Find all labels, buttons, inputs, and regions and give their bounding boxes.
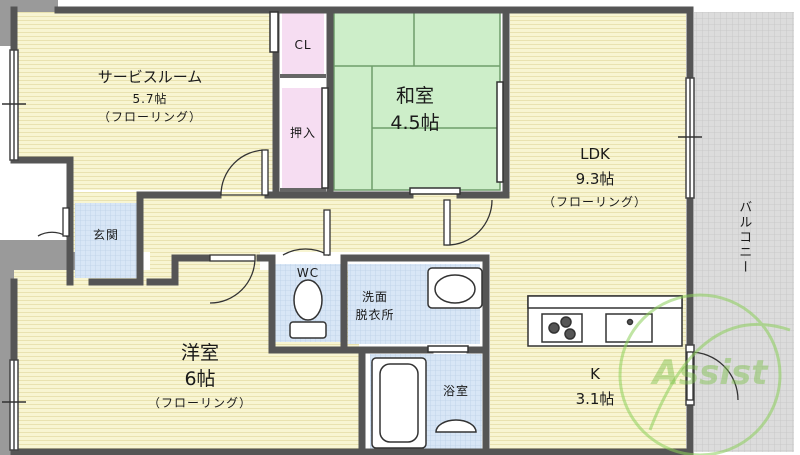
washroom-label-2: 脱衣所 <box>355 308 395 322</box>
washitsu-size: 4.5帖 <box>390 112 440 134</box>
wash-basin <box>427 267 483 309</box>
yoshitsu-floor: （フローリング） <box>147 396 252 410</box>
watermark-logo <box>618 293 791 455</box>
washroom-label-1: 洗面 <box>361 290 388 304</box>
kitchen-counter <box>527 295 683 347</box>
walls <box>10 6 694 455</box>
closet-label: CL <box>294 38 312 52</box>
balcony-floor <box>694 12 794 452</box>
kitchen-size: 3.1帖 <box>575 390 615 408</box>
kitchen-name: K <box>590 365 600 383</box>
bathroom-label: 浴室 <box>442 384 469 398</box>
bathtub <box>371 357 427 449</box>
service-room-size: 5.7帖 <box>132 92 168 106</box>
sliding-doors <box>269 11 504 353</box>
service-room-floor: （フローリング） <box>97 110 202 124</box>
yoshitsu-name: 洋室 <box>180 342 219 364</box>
tatami-floor <box>334 12 500 190</box>
toilet <box>289 279 327 339</box>
watermark-text: Assist <box>652 353 768 393</box>
genkan-label: 玄関 <box>92 228 119 242</box>
closet-floor <box>282 12 324 74</box>
service-room-name: サービスルーム <box>97 68 203 86</box>
oshiire-floor <box>282 88 324 188</box>
ldk-size: 9.3帖 <box>575 170 615 188</box>
wc-label: WC <box>296 266 320 280</box>
bath-sink <box>435 419 477 433</box>
ldk-name: LDK <box>580 145 610 163</box>
yoshitsu-size: 6帖 <box>184 368 216 390</box>
doors <box>37 149 739 401</box>
ldk-floor: （フローリング） <box>542 195 647 209</box>
hall-floor <box>70 160 276 190</box>
oshiire-label: 押入 <box>289 126 316 140</box>
entrance-floor <box>75 203 137 278</box>
window-marks <box>2 103 702 403</box>
balcony-label: バルコニー <box>736 200 752 275</box>
thin-walls <box>280 74 326 192</box>
service-room-floor <box>14 12 276 160</box>
washitsu-name: 和室 <box>395 85 434 107</box>
